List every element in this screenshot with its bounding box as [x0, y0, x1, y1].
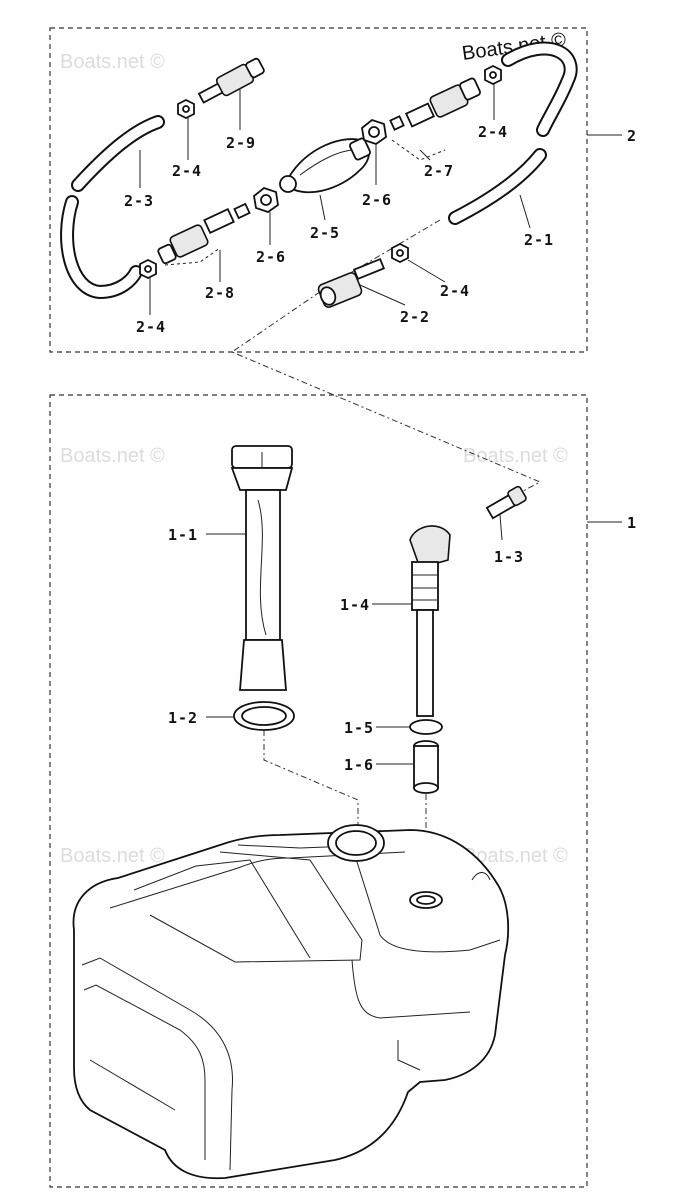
fuel-tank [72, 824, 509, 1180]
callout-2-4: 2-4 [136, 318, 166, 336]
check-valve-2-7 [389, 77, 481, 161]
filter-1-6 [413, 740, 439, 794]
callout-2-1: 2-1 [524, 231, 554, 249]
ring-2-6 [253, 186, 279, 213]
watermark: Boats.net © [60, 445, 165, 467]
callout-2-4: 2-4 [172, 162, 202, 180]
clamp-2-4 [484, 64, 502, 86]
elbow-fitting-1-3 [485, 485, 527, 520]
callout-2-9: 2-9 [226, 134, 256, 152]
callout-1-2: 1-2 [168, 709, 198, 727]
callout-2-4: 2-4 [440, 282, 470, 300]
callout-1-5: 1-5 [344, 719, 374, 737]
primer-bulb-2-5 [279, 137, 371, 194]
connector-2-9 [197, 57, 265, 104]
o-ring-1-5 [409, 719, 443, 735]
connector-2-2 [317, 257, 386, 308]
callout-2-4: 2-4 [478, 123, 508, 141]
group-label-1: 1 [627, 514, 637, 532]
watermark: Boats.net © [60, 51, 165, 73]
watermark: Boats.net © [463, 845, 568, 867]
group-2-box [49, 27, 588, 353]
check-valve-2-8 [157, 202, 251, 266]
callout-1-3: 1-3 [494, 548, 524, 566]
ring-2-6 [361, 118, 387, 145]
hose-2-1 [448, 148, 547, 225]
callout-1-1: 1-1 [168, 526, 198, 544]
hose-top-right [501, 41, 578, 137]
callout-2-8: 2-8 [205, 284, 235, 302]
callout-2-2: 2-2 [400, 308, 430, 326]
callout-1-4: 1-4 [340, 596, 370, 614]
callout-2-7: 2-7 [424, 162, 454, 180]
o-ring-1-2 [233, 701, 295, 731]
clamp-2-4 [139, 258, 157, 280]
callout-2-6: 2-6 [362, 191, 392, 209]
hose-lower-left [60, 195, 143, 300]
callout-2-3: 2-3 [124, 192, 154, 210]
pickup-tube-1-4 [409, 525, 451, 717]
clamp-2-4 [391, 242, 409, 264]
callout-2-5: 2-5 [310, 224, 340, 242]
fuel-gauge-1-1 [230, 445, 294, 691]
group-label-2: 2 [627, 127, 637, 145]
watermark: Boats.net © [463, 445, 568, 467]
group-1-box [49, 394, 588, 1188]
clamp-2-4 [177, 98, 195, 120]
callout-2-6: 2-6 [256, 248, 286, 266]
hose-2-3 [71, 115, 165, 192]
connection-line [230, 219, 542, 499]
watermark: Boats.net © [60, 845, 165, 867]
callout-1-6: 1-6 [344, 756, 374, 774]
